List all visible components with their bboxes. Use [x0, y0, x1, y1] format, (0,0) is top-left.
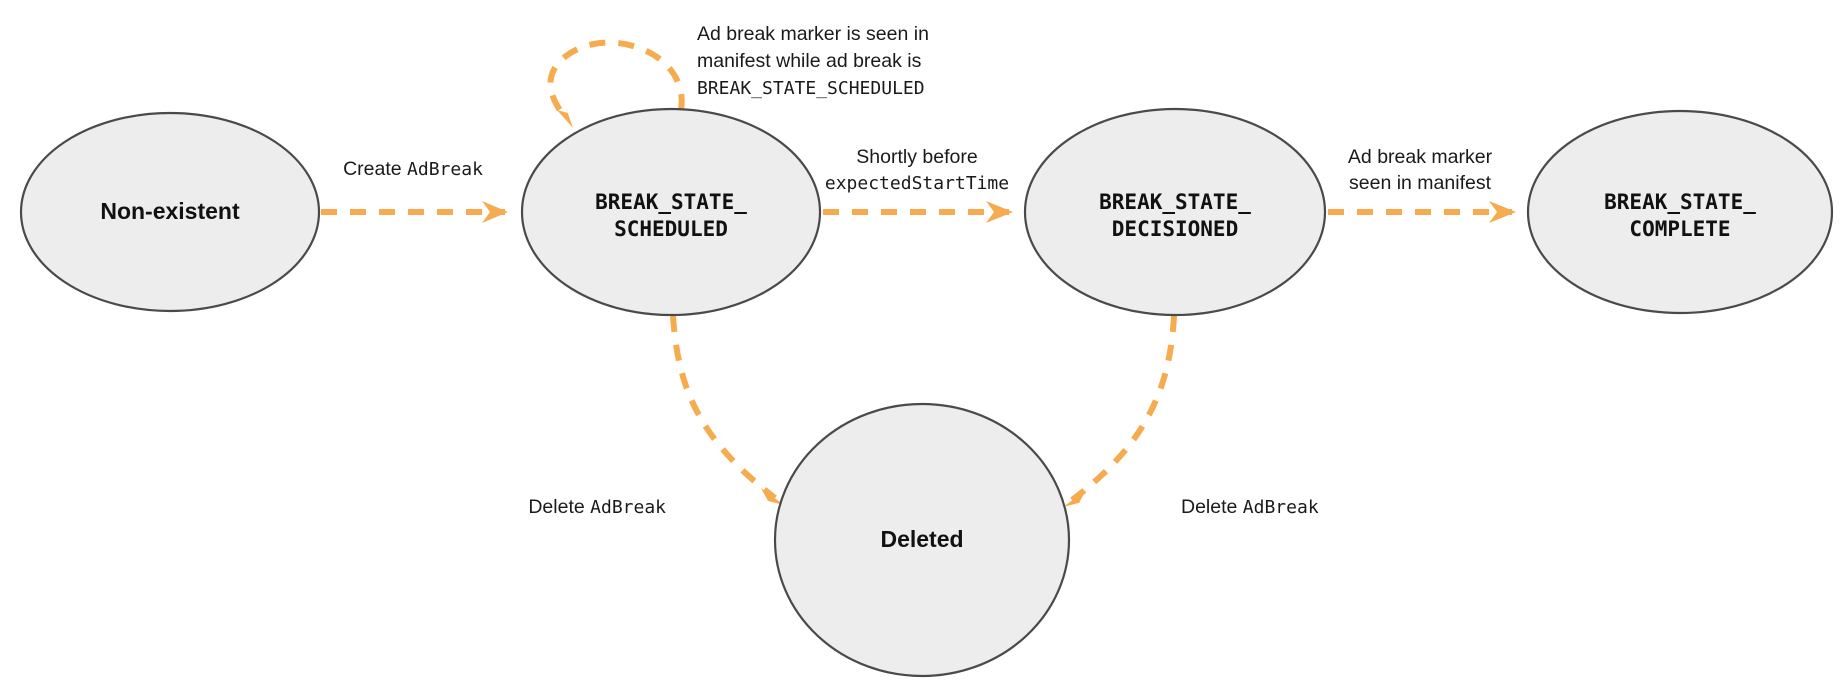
state-node-non-existent[interactable]: Non-existent	[19, 111, 321, 313]
edge-scheduled-to-deleted-line	[670, 315, 777, 501]
edge-decisioned-to-complete-label-line1: Ad break marker	[1348, 146, 1493, 168]
state-node-break-state-scheduled-shape[interactable]	[520, 107, 822, 317]
state-node-break-state-scheduled[interactable]: BREAK_STATE_ SCHEDULED	[520, 107, 822, 317]
state-node-break-state-scheduled-label-line1: BREAK_STATE_	[595, 190, 747, 214]
state-node-break-state-complete-label-line2: COMPLETE	[1629, 217, 1730, 241]
edge-decisioned-to-deleted-arrowhead	[1063, 490, 1094, 507]
edge-create-adbreak-label: Create AdBreak	[343, 158, 483, 180]
state-node-break-state-complete-label-line1: BREAK_STATE_	[1604, 190, 1756, 214]
state-node-break-state-decisioned-label-line1: BREAK_STATE_	[1099, 190, 1251, 214]
state-node-deleted[interactable]: Deleted	[773, 402, 1071, 678]
state-node-break-state-decisioned[interactable]: BREAK_STATE_ DECISIONED	[1023, 107, 1327, 317]
state-node-break-state-complete[interactable]: BREAK_STATE_ COMPLETE	[1526, 109, 1834, 315]
edge-scheduled-to-decisioned-label-line2: expectedStartTime	[825, 173, 1009, 194]
edge-scheduled-to-deleted-label: Delete AdBreak	[528, 496, 666, 518]
edge-self-loop-label-line2: manifest while ad break is	[697, 50, 922, 72]
state-node-break-state-decisioned-label-line2: DECISIONED	[1112, 217, 1238, 241]
edge-scheduled-to-deleted-arrowhead	[753, 488, 784, 505]
edge-decisioned-to-deleted-label: Delete AdBreak	[1181, 496, 1319, 518]
edge-scheduled-to-decisioned: Shortly before expectedStartTime	[823, 146, 1013, 223]
state-node-break-state-decisioned-shape[interactable]	[1023, 107, 1327, 317]
edge-self-loop-scheduled-arrowhead	[557, 99, 573, 128]
edge-scheduled-to-deleted: Delete AdBreak	[528, 315, 784, 518]
state-node-non-existent-label: Non-existent	[100, 198, 240, 224]
edge-self-loop-scheduled-line	[547, 39, 685, 122]
state-node-deleted-label: Deleted	[880, 526, 963, 552]
edge-decisioned-to-complete-arrowhead	[1489, 201, 1516, 223]
edge-decisioned-to-complete-label-line2: seen in manifest	[1349, 172, 1492, 194]
edge-scheduled-to-decisioned-arrowhead	[986, 201, 1013, 223]
state-node-break-state-scheduled-label-line2: SCHEDULED	[614, 217, 728, 241]
edge-self-loop-scheduled: Ad break marker is seen in manifest whil…	[547, 23, 929, 128]
edge-decisioned-to-complete: Ad break marker seen in manifest	[1328, 146, 1516, 223]
state-node-break-state-complete-shape[interactable]	[1526, 109, 1834, 315]
edge-scheduled-to-decisioned-label-line1: Shortly before	[856, 146, 977, 168]
state-node-deleted-shape[interactable]	[773, 402, 1071, 678]
state-node-non-existent-shape[interactable]	[19, 111, 321, 313]
edge-self-loop-label-line1: Ad break marker is seen in	[697, 23, 929, 45]
edge-create-adbreak: Create AdBreak	[321, 158, 508, 223]
edge-self-loop-label-line3: BREAK_STATE_SCHEDULED	[697, 78, 925, 99]
edge-create-adbreak-arrowhead	[482, 201, 508, 223]
edge-decisioned-to-deleted: Delete AdBreak	[1063, 315, 1319, 518]
edge-decisioned-to-deleted-line	[1070, 315, 1177, 503]
